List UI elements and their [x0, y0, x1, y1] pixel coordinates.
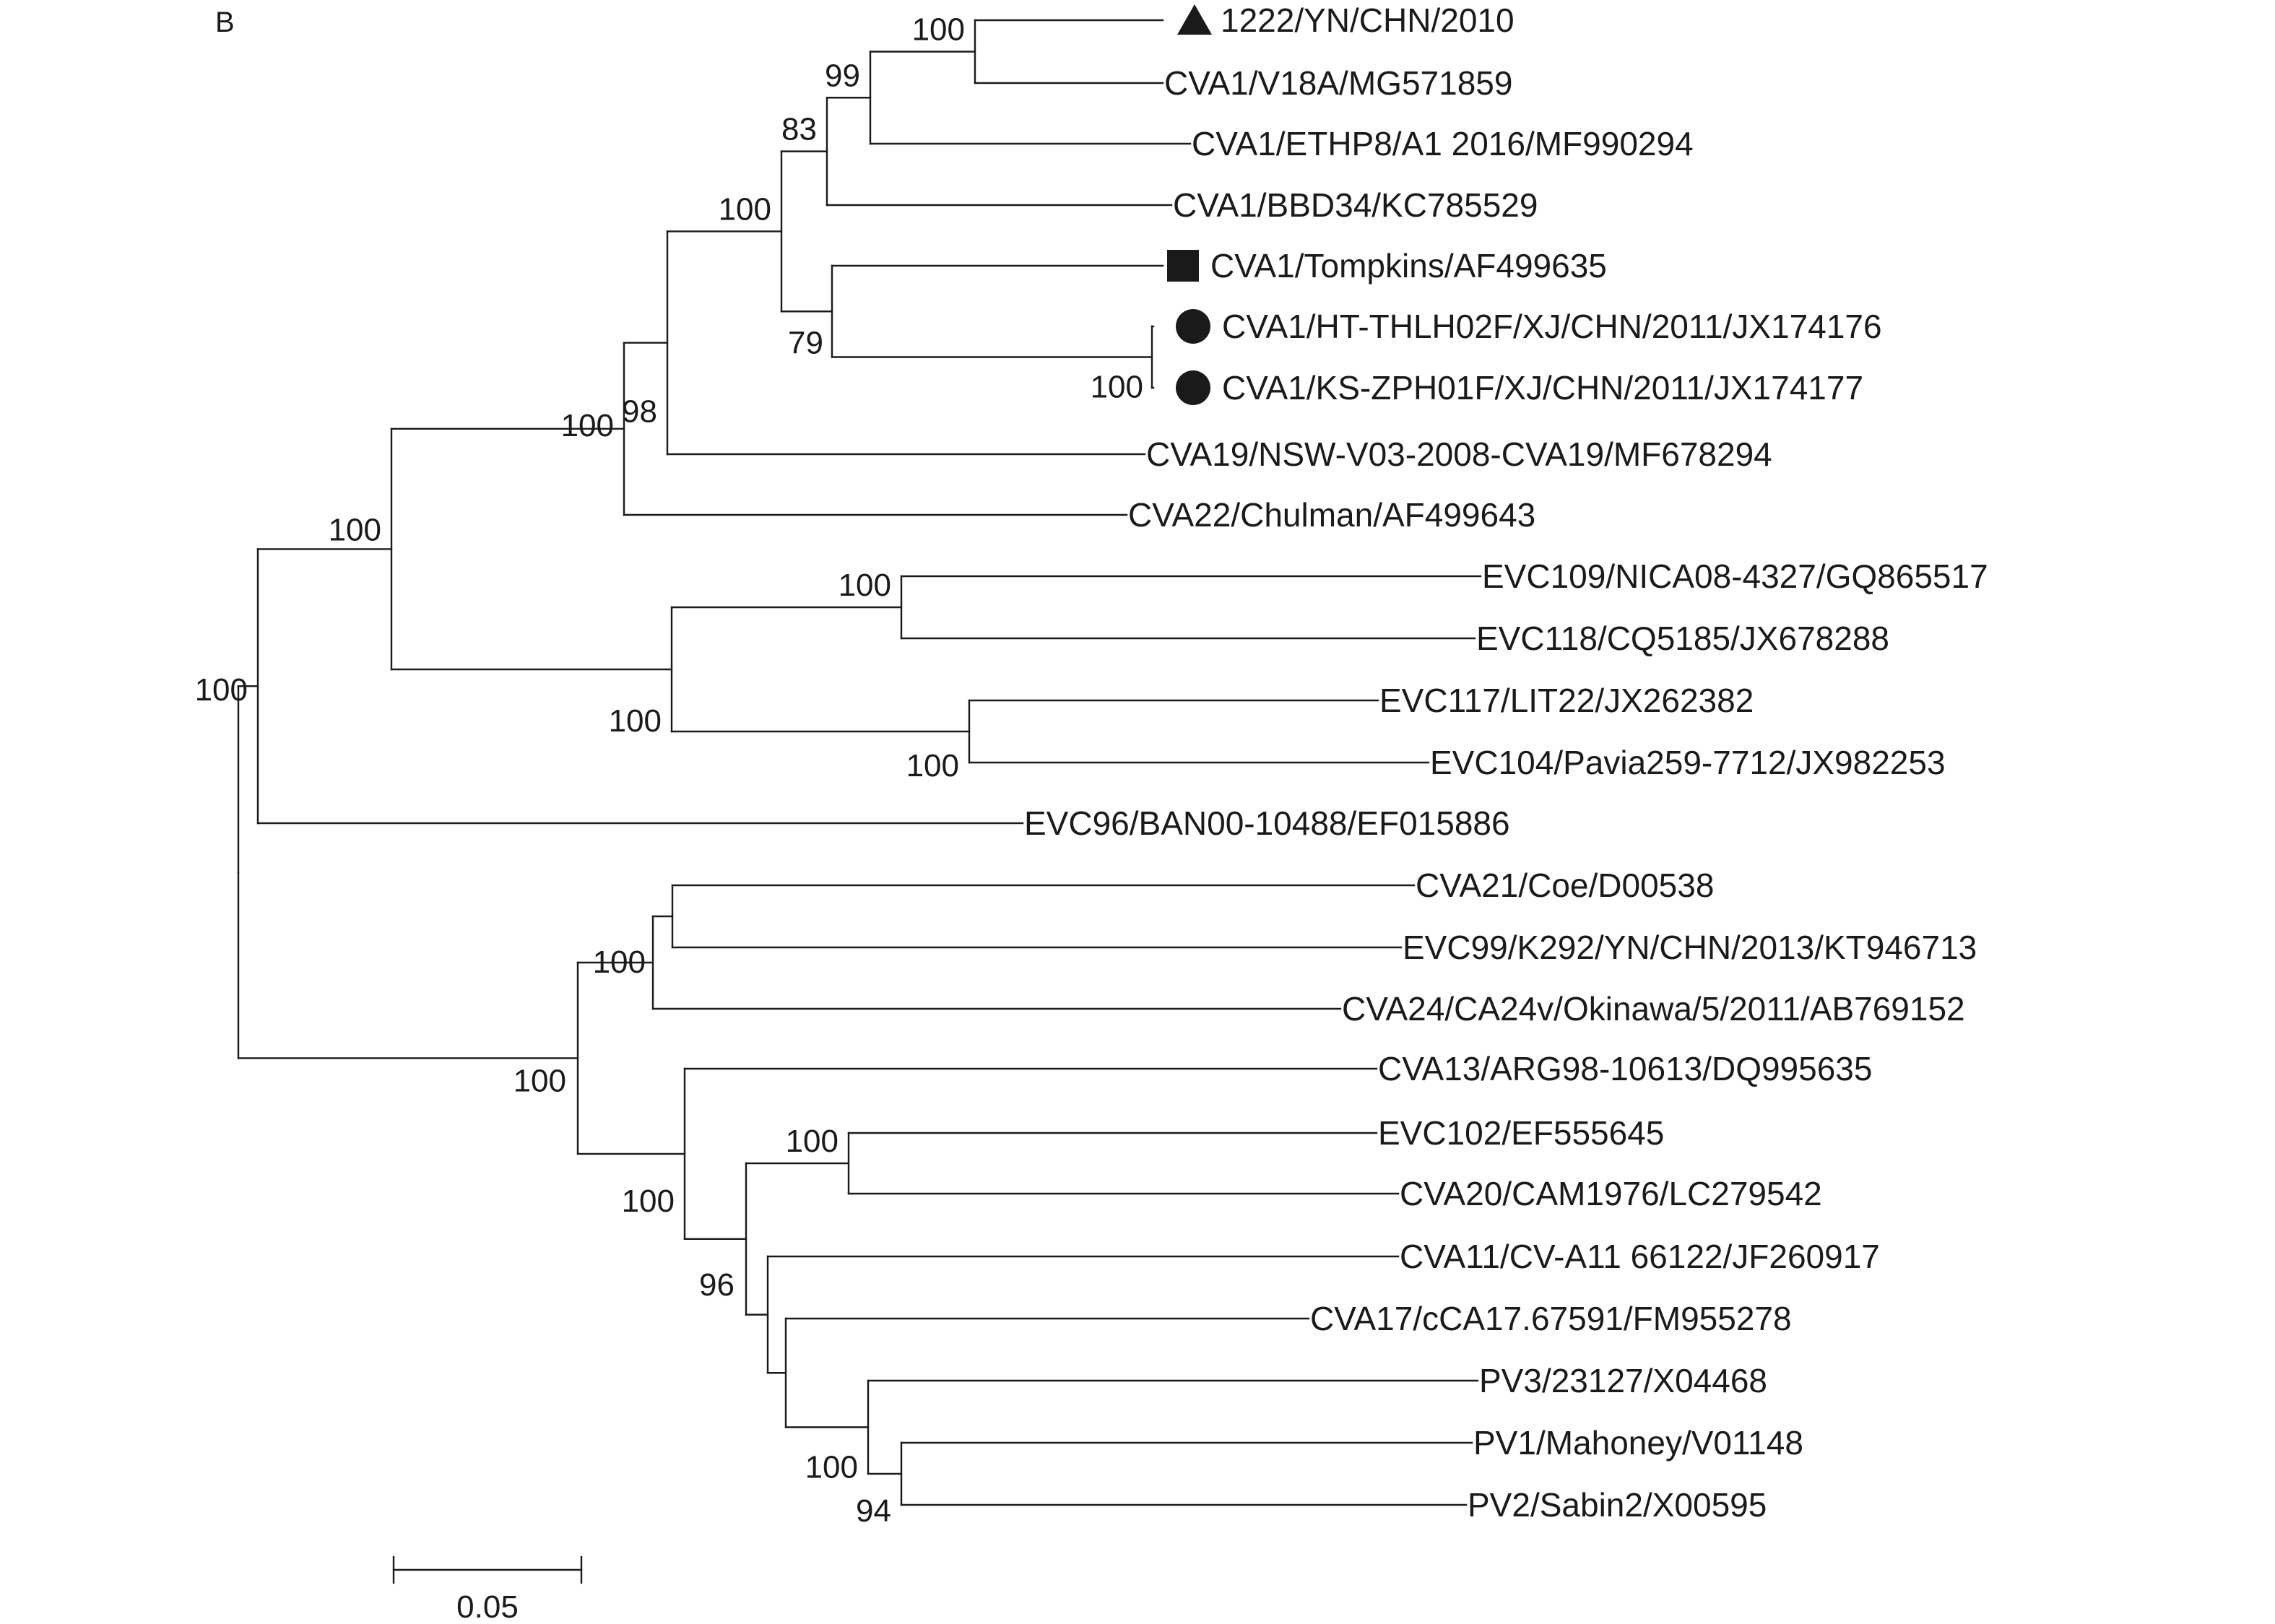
taxon-label: CVA1/Tompkins/AF499635 — [1210, 247, 1607, 285]
taxon-label: CVA17/cCA17.67591/FM955278 — [1310, 1300, 1792, 1337]
taxon-label: EVC109/NICA08-4327/GQ865517 — [1482, 557, 1988, 595]
bootstrap-value: 100 — [593, 945, 646, 980]
circle-marker-icon — [1176, 370, 1210, 405]
taxon-label: CVA11/CV-A11 66122/JF260917 — [1400, 1238, 1880, 1275]
bootstrap-value: 100 — [786, 1124, 838, 1159]
square-marker-icon — [1167, 250, 1199, 282]
bootstrap-value: 100 — [838, 568, 891, 603]
taxon-markers — [1167, 4, 1212, 405]
bootstrap-values: 1009983100791009810010010010010010010010… — [195, 12, 1143, 1529]
bootstrap-value: 100 — [906, 748, 959, 783]
panel-label: B — [215, 6, 235, 38]
bootstrap-value: 98 — [622, 394, 657, 430]
scale-bar-label: 0.05 — [456, 1589, 519, 1624]
taxon-label: CVA22/Chulman/AF499643 — [1128, 496, 1535, 534]
bootstrap-value: 100 — [805, 1450, 858, 1485]
bootstrap-value: 100 — [1091, 370, 1143, 405]
taxon-label: CVA1/ETHP8/A1 2016/MF990294 — [1192, 125, 1694, 162]
bootstrap-value: 83 — [781, 112, 817, 147]
taxon-label: PV2/Sabin2/X00595 — [1468, 1486, 1767, 1524]
bootstrap-value: 100 — [329, 512, 381, 547]
taxon-label: EVC118/CQ5185/JX678288 — [1476, 620, 1889, 657]
bootstrap-value: 100 — [719, 191, 771, 227]
taxon-label: CVA1/V18A/MG571859 — [1164, 64, 1512, 102]
taxon-label: EVC102/EF555645 — [1378, 1114, 1664, 1152]
taxon-label: CVA1/KS-ZPH01F/XJ/CHN/2011/JX174177 — [1222, 369, 1863, 407]
taxon-label: CVA13/ARG98-10613/DQ995635 — [1378, 1050, 1872, 1087]
bootstrap-value: 100 — [561, 408, 614, 443]
scale-bar: 0.05 — [392, 1555, 583, 1624]
tree-branches — [237, 19, 1482, 1506]
taxon-label: EVC117/LIT22/JX262382 — [1379, 682, 1754, 719]
bootstrap-value: 100 — [622, 1184, 675, 1219]
bootstrap-value: 100 — [195, 672, 248, 708]
bootstrap-value: 99 — [825, 58, 860, 93]
bootstrap-value: 94 — [856, 1493, 891, 1529]
bootstrap-value: 100 — [912, 12, 965, 48]
taxon-label: CVA19/NSW-V03-2008-CVA19/MF678294 — [1146, 435, 1772, 473]
taxon-label: PV3/23127/X04468 — [1479, 1362, 1767, 1399]
taxon-label: PV1/Mahoney/V01148 — [1473, 1424, 1803, 1462]
circle-marker-icon — [1176, 309, 1210, 344]
taxon-label: CVA1/BBD34/KC785529 — [1173, 186, 1538, 224]
taxon-label: 1222/YN/CHN/2010 — [1221, 1, 1514, 39]
taxon-label: CVA1/HT-THLH02F/XJ/CHN/2011/JX174176 — [1222, 308, 1882, 345]
bootstrap-value: 100 — [514, 1063, 566, 1098]
bootstrap-value: 79 — [788, 325, 823, 360]
taxon-label: EVC96/BAN00-10488/EF015886 — [1024, 804, 1510, 842]
taxon-label: EVC104/Pavia259-7712/JX982253 — [1430, 744, 1946, 781]
triangle-marker-icon — [1177, 4, 1212, 35]
taxon-label: CVA21/Coe/D00538 — [1416, 867, 1714, 904]
bootstrap-value: 96 — [699, 1267, 734, 1303]
tip-labels: 1222/YN/CHN/2010CVA1/V18A/MG571859CVA1/E… — [1024, 1, 1988, 1524]
taxon-label: CVA24/CA24v/Okinawa/5/2011/AB769152 — [1342, 990, 1965, 1028]
bootstrap-value: 100 — [609, 703, 662, 739]
taxon-label: EVC99/K292/YN/CHN/2013/KT946713 — [1403, 929, 1977, 966]
taxon-label: CVA20/CAM1976/LC279542 — [1400, 1175, 1822, 1212]
